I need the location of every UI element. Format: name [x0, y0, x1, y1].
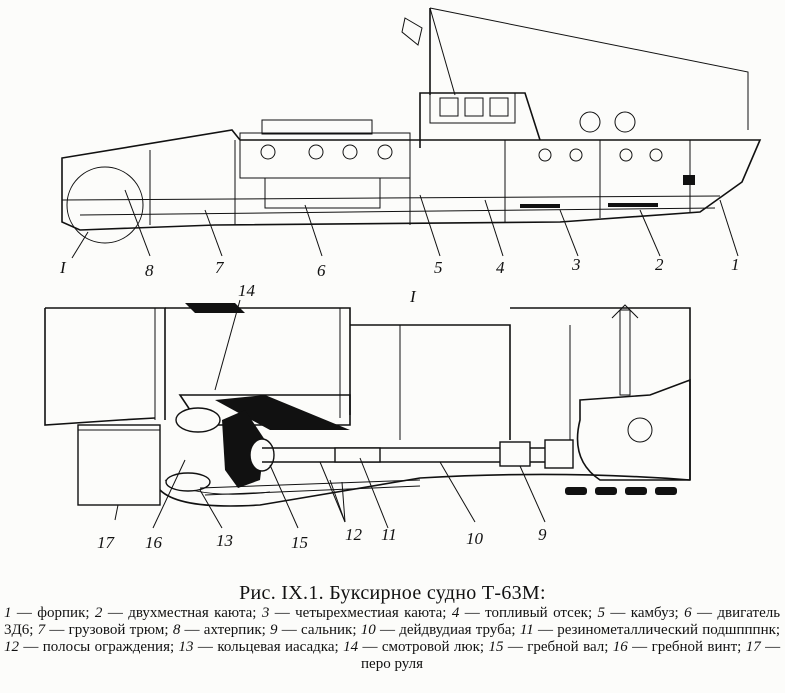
legend-text: форпик [37, 605, 86, 621]
detail-label: 10 [466, 529, 484, 548]
legend-number: 17 [745, 639, 761, 655]
legend-number: 7 [37, 622, 46, 638]
overview-label: 2 [655, 255, 664, 274]
legend-item: 13 — кольцевая иасадка; [178, 639, 344, 655]
legend-text: топливый отсек [485, 605, 588, 621]
tugboat-diagram: I 8 7 6 5 4 3 2 1 I [44, 7, 762, 552]
legend-item: 6 — двигатель 3Д6; [4, 605, 781, 638]
detail-label: 15 [291, 533, 308, 552]
overview-label: 6 [317, 261, 326, 280]
legend-number: 1 [4, 605, 12, 621]
legend-text: перо руля [361, 656, 423, 672]
legend-text: ахтерпик [203, 622, 262, 638]
legend-number: 13 [178, 639, 194, 655]
legend-text: двигатель 3Д6 [4, 605, 781, 638]
legend-number: 5 [597, 605, 606, 621]
legend-item: 7 — грузовой трюм; [37, 622, 173, 638]
legend-item: 15 — гребной вал; [488, 639, 613, 655]
tugboat-side-view [61, 7, 762, 259]
overview-label: 1 [731, 255, 740, 274]
legend-item: 17 — перо руля [361, 639, 781, 672]
legend-number: 2 [94, 605, 103, 621]
legend-number: 8 [172, 622, 181, 638]
detail-label: 14 [238, 281, 256, 300]
legend-text: четырехместиая каюта [295, 605, 443, 621]
legend-item: 8 — ахтерпик; [172, 622, 271, 638]
legend-item: 11 — резинометаллический подшпппнк; [519, 622, 781, 638]
legend-number: 10 [360, 622, 376, 638]
legend-text: двухместная каюта [128, 605, 253, 621]
legend-item: 5 — камбуз; [597, 605, 685, 621]
detail-label: 9 [538, 525, 547, 544]
legend-number: 12 [4, 639, 19, 655]
legend-text: гребной винт [651, 639, 738, 655]
overview-label: 4 [496, 258, 505, 277]
legend-text: грузовой трюм [68, 622, 165, 638]
legend-number: 15 [488, 639, 504, 655]
legend-item: 1 — форпик; [4, 605, 95, 621]
detail-label: 17 [97, 533, 116, 552]
legend-number: 14 [343, 639, 359, 655]
overview-label: 8 [145, 261, 154, 280]
detail-title: I [409, 287, 417, 306]
detail-label: 16 [145, 533, 163, 552]
overview-label: 7 [215, 258, 225, 277]
legend-number: 11 [519, 622, 534, 638]
legend-text: дейдвудиая труба [399, 622, 512, 638]
legend-item: 9 — сальник; [270, 622, 361, 638]
legend-number: 4 [451, 605, 460, 621]
legend-text: полосы ограждения [42, 639, 170, 655]
detail-label: 12 [345, 525, 363, 544]
legend-text: смотровой люк [381, 639, 480, 655]
overview-labels: I 8 7 6 5 4 3 2 1 [59, 255, 740, 280]
legend-item: 16 — гребной винт; [612, 639, 746, 655]
detail-label: 11 [381, 525, 397, 544]
overview-label: 3 [571, 255, 581, 274]
legend-number: 3 [261, 605, 270, 621]
legend-number: 6 [684, 605, 692, 621]
legend-item: 12 — полосы ограждения; [4, 639, 179, 655]
legend-number: 16 [612, 639, 628, 655]
legend-text: камбуз [630, 605, 675, 621]
legend-item: 10 — дейдвудиая труба; [360, 622, 520, 638]
legend-number: 9 [270, 622, 278, 638]
legend-item: 4 — топливый отсек; [451, 605, 598, 621]
stern-detail-view [44, 299, 691, 529]
legend-text: гребной вал [527, 639, 605, 655]
overview-label: I [59, 258, 67, 277]
legend-text: сальник [301, 622, 353, 638]
legend-item: 3 — четырехместиая каюта; [261, 605, 452, 621]
legend-item: 14 — смотровой люк; [343, 639, 489, 655]
overview-label: 5 [434, 258, 443, 277]
legend-item: 2 — двухместная каюта; [94, 605, 262, 621]
detail-labels: 14 17 16 13 15 12 11 10 9 [97, 281, 547, 552]
figure-caption: Рис. IX.1. Буксирное судно Т-63М: [239, 582, 546, 604]
legend-text: резинометаллический подшпппнк [557, 622, 776, 638]
figure-legend: 1 — форпик; 2 — двухместная каюта; 3 — ч… [4, 605, 780, 673]
legend-text: кольцевая иасадка [217, 639, 335, 655]
detail-label: 13 [216, 531, 233, 550]
